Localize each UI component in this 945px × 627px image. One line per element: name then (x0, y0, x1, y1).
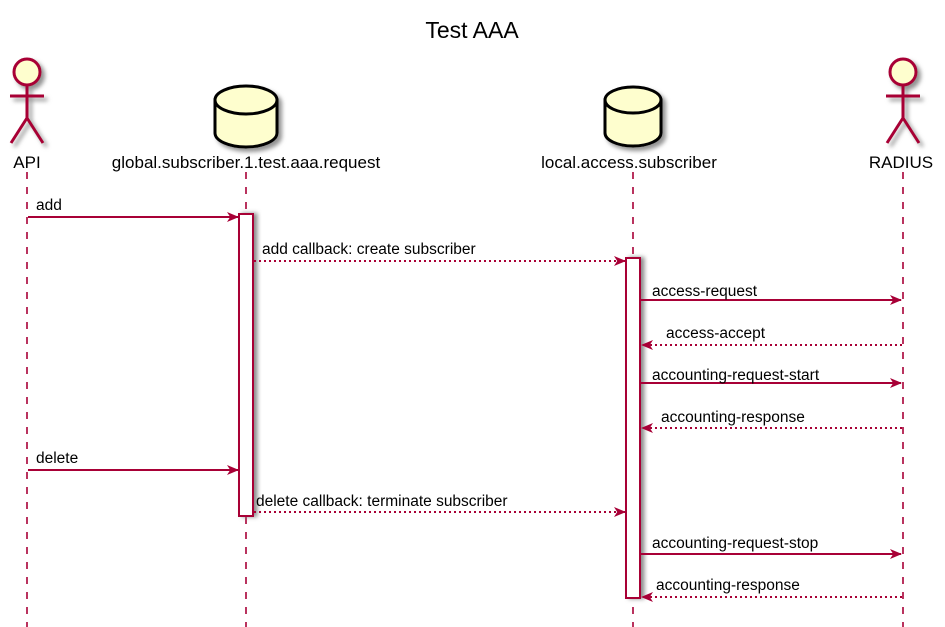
message-access-request[interactable]: access-request (641, 283, 902, 305)
message-add-callback[interactable]: add callback: create subscriber (254, 241, 626, 266)
message-label: accounting-response (661, 409, 805, 426)
message-label: access-request (652, 283, 758, 300)
participant-label-api: API (13, 153, 40, 172)
database-cylinder-icon (213, 84, 279, 149)
message-label: delete callback: terminate subscriber (256, 493, 508, 510)
message-label: accounting-request-start (652, 367, 820, 384)
actor-stick-figure-icon (885, 57, 921, 144)
message-label: add callback: create subscriber (262, 241, 476, 258)
actor-stick-figure-icon (9, 57, 45, 144)
message-label: accounting-response (656, 577, 800, 594)
message-delete[interactable]: delete (28, 450, 239, 475)
message-accounting-response-stop[interactable]: accounting-response (641, 577, 902, 602)
message-label: delete (36, 450, 78, 467)
message-access-accept[interactable]: access-accept (641, 325, 902, 350)
participant-local[interactable]: local.access.subscriber (541, 85, 717, 172)
messages-group: add add callback: create subscriber acce… (28, 197, 902, 602)
message-label: accounting-request-stop (652, 535, 818, 552)
activation-bar-global (238, 213, 254, 517)
activation-bar-local (625, 257, 641, 599)
message-accounting-request-start[interactable]: accounting-request-start (641, 367, 902, 388)
database-cylinder-icon (603, 85, 663, 148)
participant-label-radius: RADIUS (869, 153, 933, 172)
message-delete-callback[interactable]: delete callback: terminate subscriber (254, 493, 626, 517)
page-title: Test AAA (425, 17, 519, 43)
message-accounting-response-start[interactable]: accounting-response (641, 409, 902, 433)
participant-radius[interactable]: RADIUS (869, 57, 933, 172)
participant-global[interactable]: global.subscriber.1.test.aaa.request (112, 84, 381, 172)
message-add[interactable]: add (28, 197, 239, 222)
participant-api[interactable]: API (9, 57, 45, 172)
message-label: add (36, 197, 62, 214)
activation-bars-group (238, 213, 641, 599)
participant-label-global: global.subscriber.1.test.aaa.request (112, 153, 381, 172)
participant-label-local: local.access.subscriber (541, 153, 717, 172)
message-accounting-request-stop[interactable]: accounting-request-stop (641, 535, 902, 559)
message-label: access-accept (666, 325, 766, 342)
